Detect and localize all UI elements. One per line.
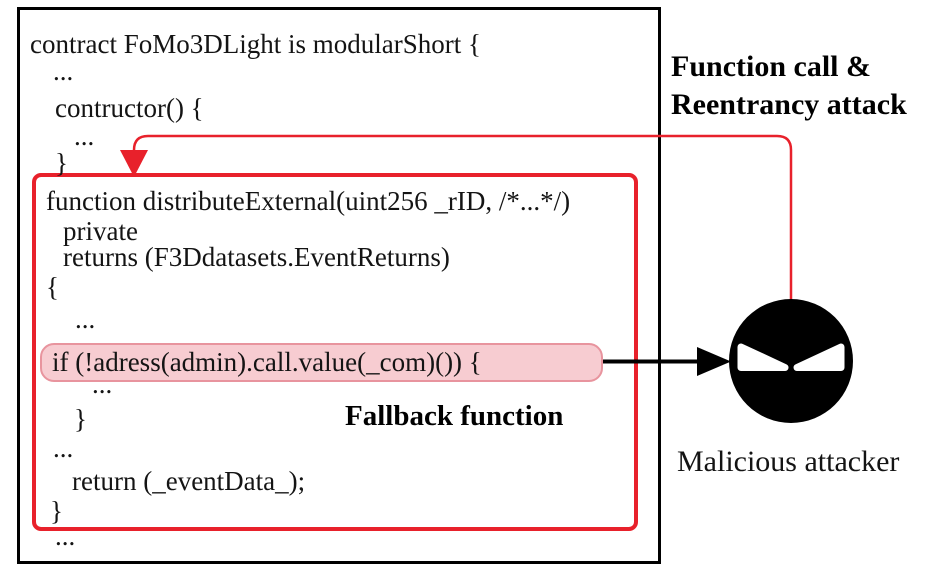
- code-line: ...: [75, 304, 96, 334]
- reentrancy-attack-label-line1: Function call &: [671, 50, 871, 83]
- fallback-function-label: Fallback function: [345, 400, 564, 432]
- code-line: ...: [55, 521, 76, 551]
- malicious-attacker-label: Malicious attacker: [677, 445, 900, 478]
- code-line: if (!adress(admin).call.value(_com)()) {: [52, 347, 482, 377]
- code-line: private: [63, 216, 138, 246]
- reentrancy-attack-label: Function call & Reentrancy attack: [671, 48, 907, 124]
- code-line: return (_eventData_);: [72, 466, 306, 496]
- code-line: {: [46, 272, 59, 302]
- reentrancy-attack-label-line2: Reentrancy attack: [671, 88, 907, 121]
- highlighted-vulnerable-line: if (!adress(admin).call.value(_com)()) {: [40, 343, 603, 382]
- code-line: function distributeExternal(uint256 _rID…: [46, 186, 571, 216]
- code-line: contract FoMo3DLight is modularShort {: [30, 29, 481, 59]
- code-line: returns (F3Ddatasets.EventReturns): [63, 242, 450, 272]
- attacker-left-eye: [737, 343, 789, 371]
- attacker-icon: [729, 299, 853, 423]
- code-line: }: [50, 496, 63, 526]
- code-line: contructor() {: [55, 93, 204, 123]
- code-line: ...: [53, 56, 74, 86]
- code-line: ...: [74, 121, 95, 151]
- attacker-right-eye: [793, 343, 845, 371]
- code-line: }: [55, 148, 68, 178]
- attacker-head: [729, 299, 853, 423]
- code-line: ...: [92, 369, 113, 399]
- code-line: }: [74, 404, 87, 434]
- function-call-arrowhead: [697, 347, 731, 376]
- code-line: ...: [53, 433, 74, 463]
